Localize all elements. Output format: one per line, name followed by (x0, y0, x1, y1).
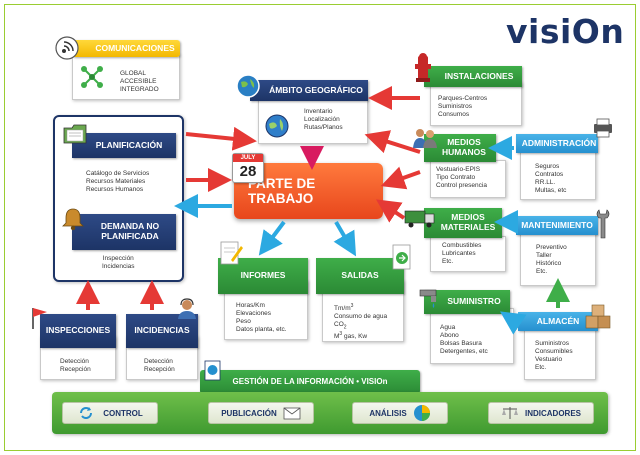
indicadores-button[interactable]: INDICADORES (488, 402, 594, 424)
control-button[interactable]: CONTROL (62, 402, 158, 424)
instalaciones-header: INSTALACIONES (424, 66, 522, 87)
people-icon (413, 129, 437, 148)
export-document-icon (392, 244, 411, 270)
arrow-parte-to-informes (258, 220, 286, 256)
arrow-almacen-to-suministro (500, 311, 527, 335)
analisis-button[interactable]: ANÁLISIS (352, 402, 448, 424)
printer-icon (594, 118, 612, 138)
almacen-header: ALMACÉN (518, 312, 598, 331)
truck-icon (404, 210, 435, 228)
inspecciones-header: INSPECCIONES (40, 314, 116, 348)
instalaciones-box (430, 82, 522, 126)
scale-icon (501, 407, 518, 419)
publicacion-button[interactable]: PUBLICACIÓN (208, 402, 314, 424)
network-icon (81, 66, 103, 88)
administracion-header: ADMINISTRACIÓN (516, 134, 598, 153)
wrench-icon (596, 209, 610, 239)
wifi-icon (55, 36, 79, 60)
hydrant-icon (415, 53, 431, 82)
operator-icon (178, 298, 196, 319)
arrow-humanos-to-ambito (364, 130, 421, 154)
informes-header: INFORMES (218, 258, 308, 294)
arrow-humanos-to-parte (380, 166, 421, 190)
calendar-icon: JULY 28 (232, 153, 264, 183)
vision-logo: visiOn (506, 12, 625, 51)
envelope-icon (283, 407, 301, 419)
globe-icon (236, 74, 260, 98)
globe-large-icon (265, 114, 289, 138)
info-document-icon (204, 360, 221, 381)
ambito-header: ÁMBITO GEOGRÁFICO (250, 80, 368, 101)
water-tap-icon (419, 289, 437, 308)
suministro-header: SUMINISTRO (424, 290, 510, 314)
document-edit-icon (220, 241, 243, 265)
boxes-icon (585, 304, 611, 329)
comunicaciones-header: COMUNICACIONES (72, 40, 180, 57)
flag-icon (32, 308, 47, 329)
folder-icon (63, 124, 87, 144)
gestion-header: GESTIÓN DE LA INFORMACIÓN • VISIOn (200, 370, 420, 394)
suministro-box (430, 308, 514, 364)
mantenimiento-box (520, 230, 596, 286)
parte-de-trabajo-box: PARTE DE TRABAJO (234, 163, 383, 219)
incidencias-header: INCIDENCIAS (126, 314, 198, 348)
mantenimiento-header: MANTENIMIENTO (516, 216, 598, 235)
pie-chart-icon (413, 405, 430, 421)
arrow-planificacion-to-ambito (185, 126, 257, 151)
arrow-materiales-to-parte (376, 199, 406, 223)
almacen-box (524, 326, 596, 380)
refresh-icon (80, 407, 93, 419)
planificacion-header: PLANIFICACIÓN (72, 133, 176, 158)
salidas-header: SALIDAS (316, 258, 404, 294)
bell-icon (62, 208, 84, 231)
salidas-text: Tm/m3 Consumo de agua CO2 M3 gas, Kw (334, 303, 388, 341)
arrow-parte-to-salidas (333, 220, 357, 257)
